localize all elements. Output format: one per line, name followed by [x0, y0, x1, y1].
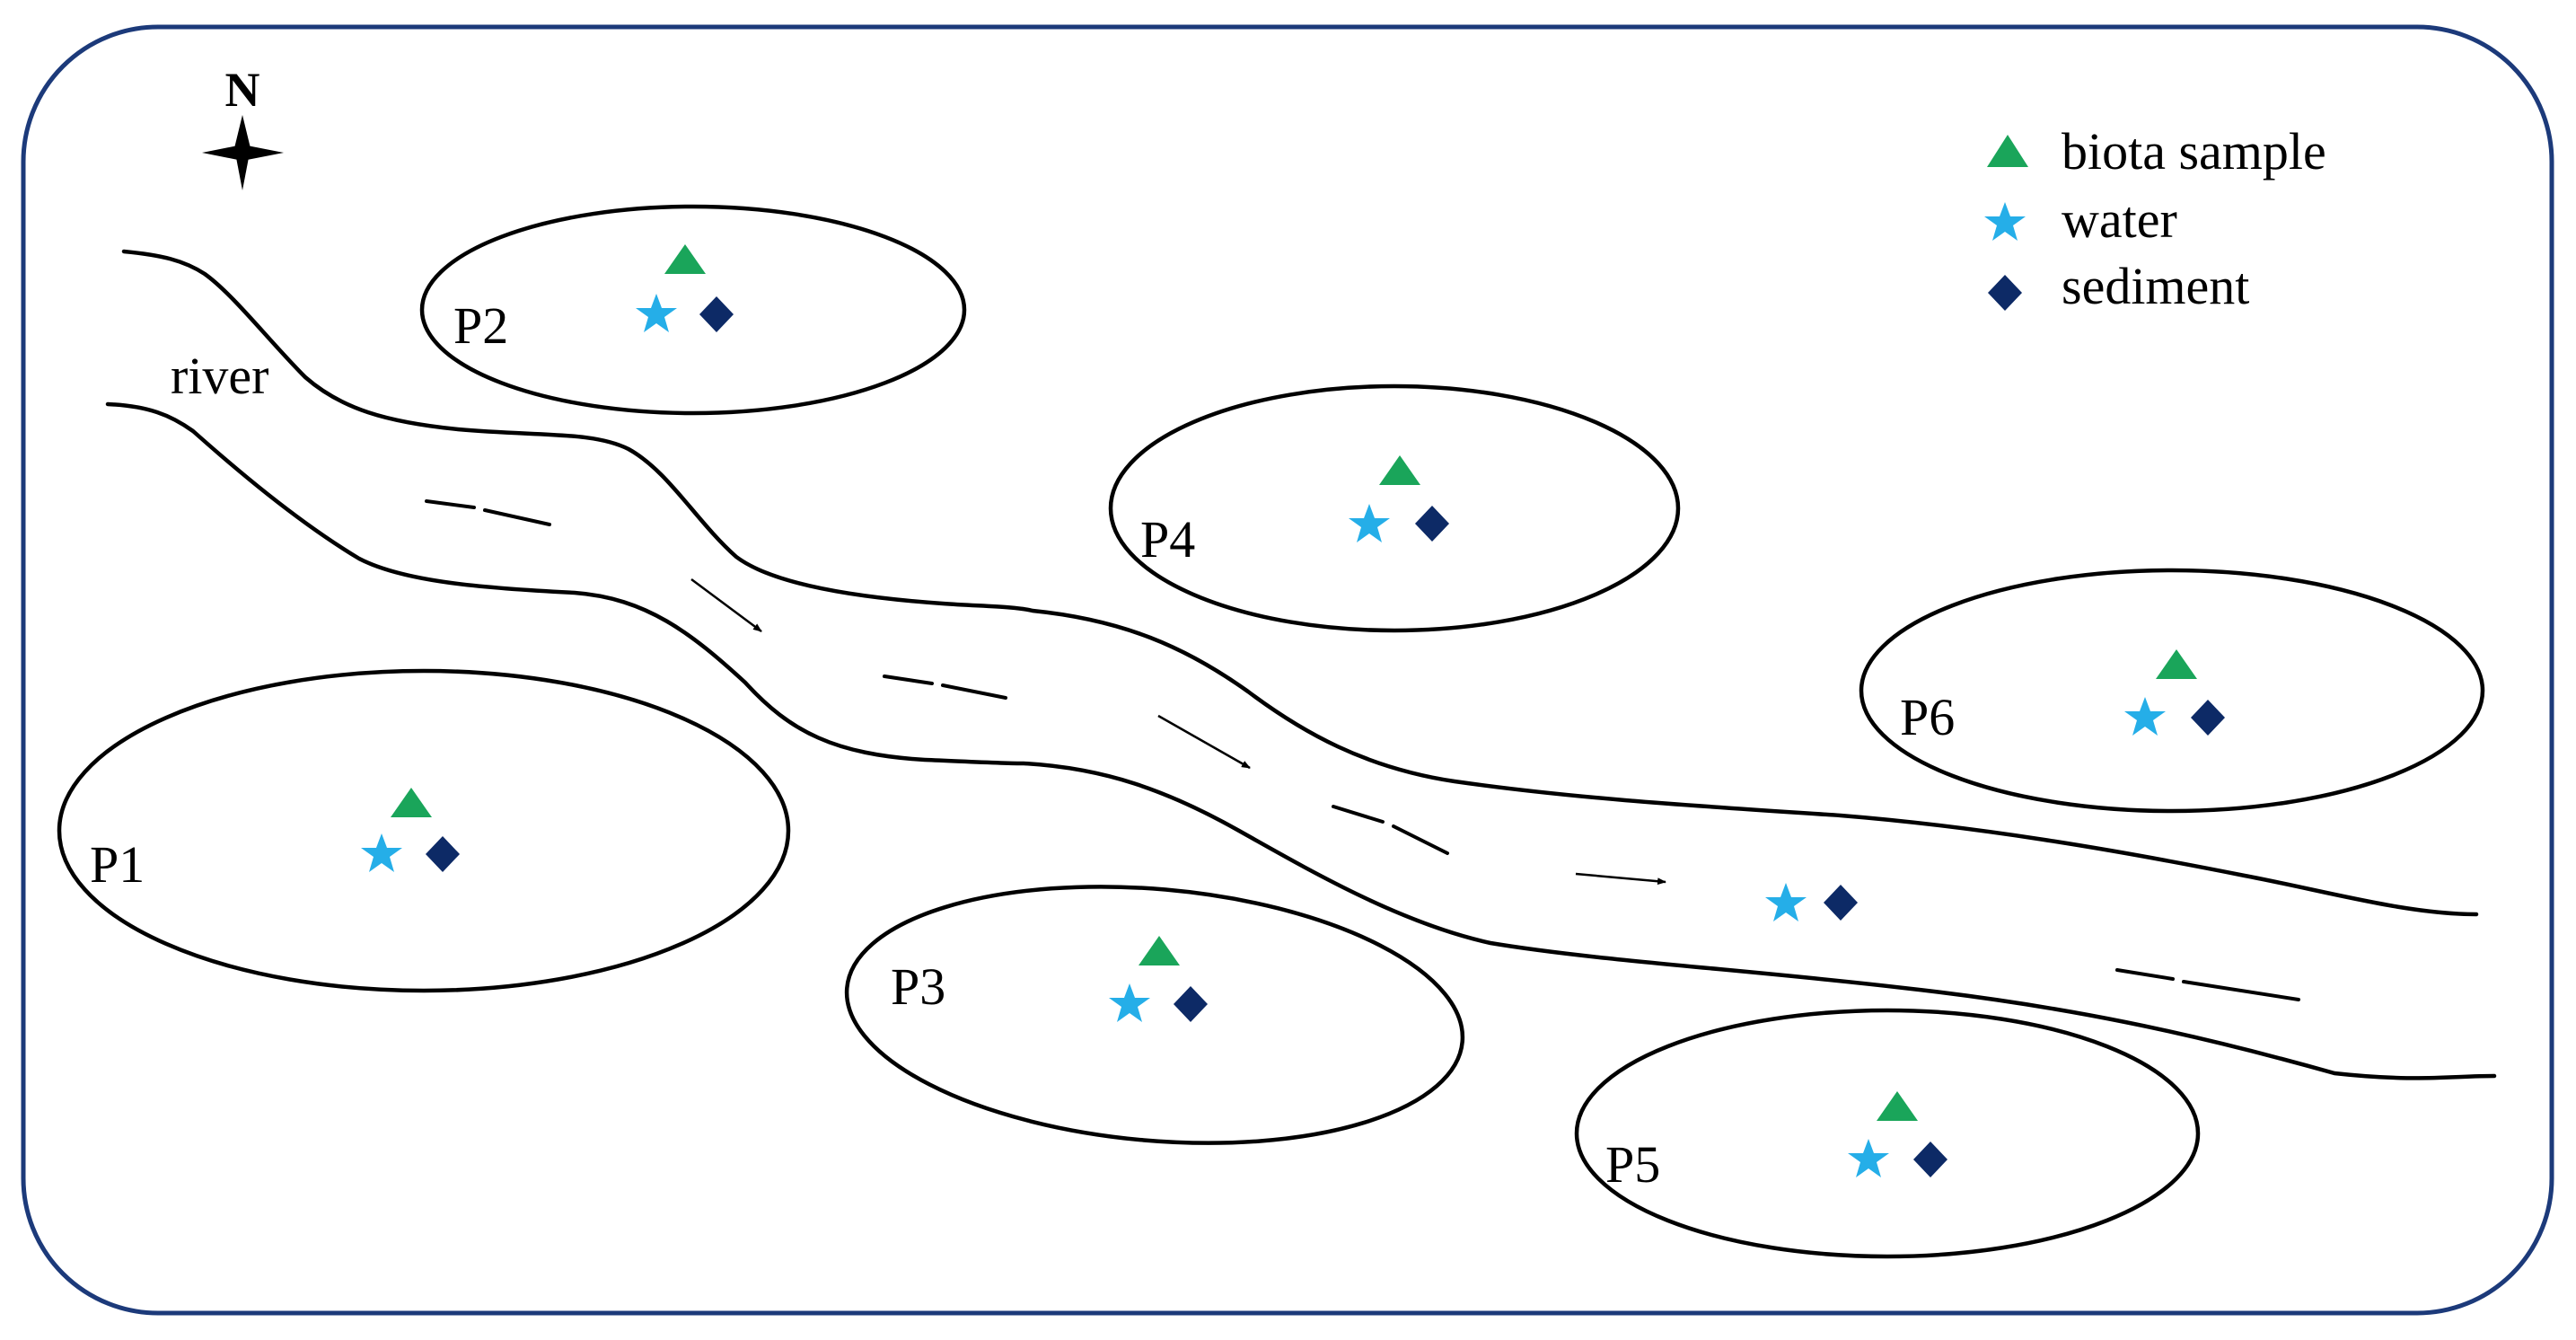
legend-label: sediment: [2062, 257, 2249, 315]
site-label: P6: [1900, 688, 1955, 746]
legend: biota sample water sediment: [1984, 122, 2326, 315]
compass-star-icon: [202, 115, 284, 190]
river-south-bank: [105, 401, 2497, 1080]
site-p1: P1: [57, 668, 791, 993]
river-centre-dash: [2115, 968, 2175, 981]
site-label: P3: [891, 957, 945, 1016]
site-p2: P2: [419, 204, 967, 416]
biota-sample-marker: [391, 788, 432, 817]
water-sample-marker: [1349, 504, 1390, 542]
triangle-icon: [1987, 135, 2028, 167]
sediment-sample-marker: [1913, 1142, 1947, 1177]
biota-sample-marker: [1877, 1091, 1918, 1121]
legend-label: water: [2062, 190, 2177, 249]
site-p6: P6: [1859, 568, 2485, 814]
site-label: P1: [90, 835, 145, 894]
site-boundary: [1574, 1008, 2201, 1259]
site-p5: P5: [1574, 1008, 2201, 1259]
sediment-sample-marker: [2191, 700, 2225, 736]
river-centre-dash: [1392, 824, 1449, 855]
site-boundary: [1108, 383, 1681, 633]
water-sample-marker: [2124, 697, 2166, 736]
flow-direction-arrow: [1575, 872, 1666, 886]
water-sample-marker: [1848, 1139, 1889, 1177]
river-label: river: [171, 347, 269, 405]
site-boundary: [1859, 568, 2485, 814]
biota-sample-marker: [2156, 649, 2197, 679]
sediment-sample-marker: [699, 296, 734, 332]
river: river: [105, 249, 2497, 1080]
river-centre-dash: [1332, 805, 1385, 824]
map-frame: [21, 24, 2554, 1316]
river-north-bank: [121, 249, 2479, 917]
flow-direction-arrow: [690, 577, 762, 633]
site-p4: P4: [1108, 383, 1681, 633]
river-centre-dash: [483, 508, 551, 526]
biota-sample-marker: [1139, 936, 1180, 965]
legend-item-biota: biota sample: [1987, 122, 2326, 181]
biota-sample-marker: [1379, 455, 1420, 485]
flow-direction-arrow: [1157, 714, 1251, 770]
sediment-sample-marker: [1174, 986, 1208, 1022]
river-sample-point: [1765, 883, 1858, 921]
legend-label: biota sample: [2062, 122, 2326, 181]
water-sample-marker: [636, 294, 677, 332]
diamond-icon: [1988, 275, 2022, 311]
star-icon: [1984, 202, 2026, 241]
site-label: P5: [1605, 1135, 1660, 1194]
site-boundary: [844, 885, 1465, 1145]
legend-item-water: water: [1984, 190, 2177, 249]
sediment-sample-marker: [1824, 885, 1858, 921]
water-sample-marker: [361, 833, 402, 872]
river-centre-dash: [941, 683, 1007, 700]
site-label: P2: [453, 296, 508, 355]
water-sample-marker: [1109, 983, 1150, 1022]
sediment-sample-marker: [1415, 506, 1449, 542]
biota-sample-marker: [664, 244, 706, 274]
site-boundary: [419, 204, 967, 416]
north-arrow: N: [202, 63, 284, 190]
sediment-sample-marker: [426, 836, 460, 872]
site-p3: P3: [844, 885, 1465, 1145]
water-sample-marker: [1765, 883, 1807, 921]
north-label: N: [225, 63, 260, 117]
legend-item-sediment: sediment: [1988, 257, 2249, 315]
site-label: P4: [1140, 510, 1195, 569]
site-boundary: [57, 668, 791, 993]
river-centre-dash: [2182, 980, 2300, 1001]
river-centre-dash: [883, 674, 934, 685]
river-centre-dash: [425, 499, 476, 509]
